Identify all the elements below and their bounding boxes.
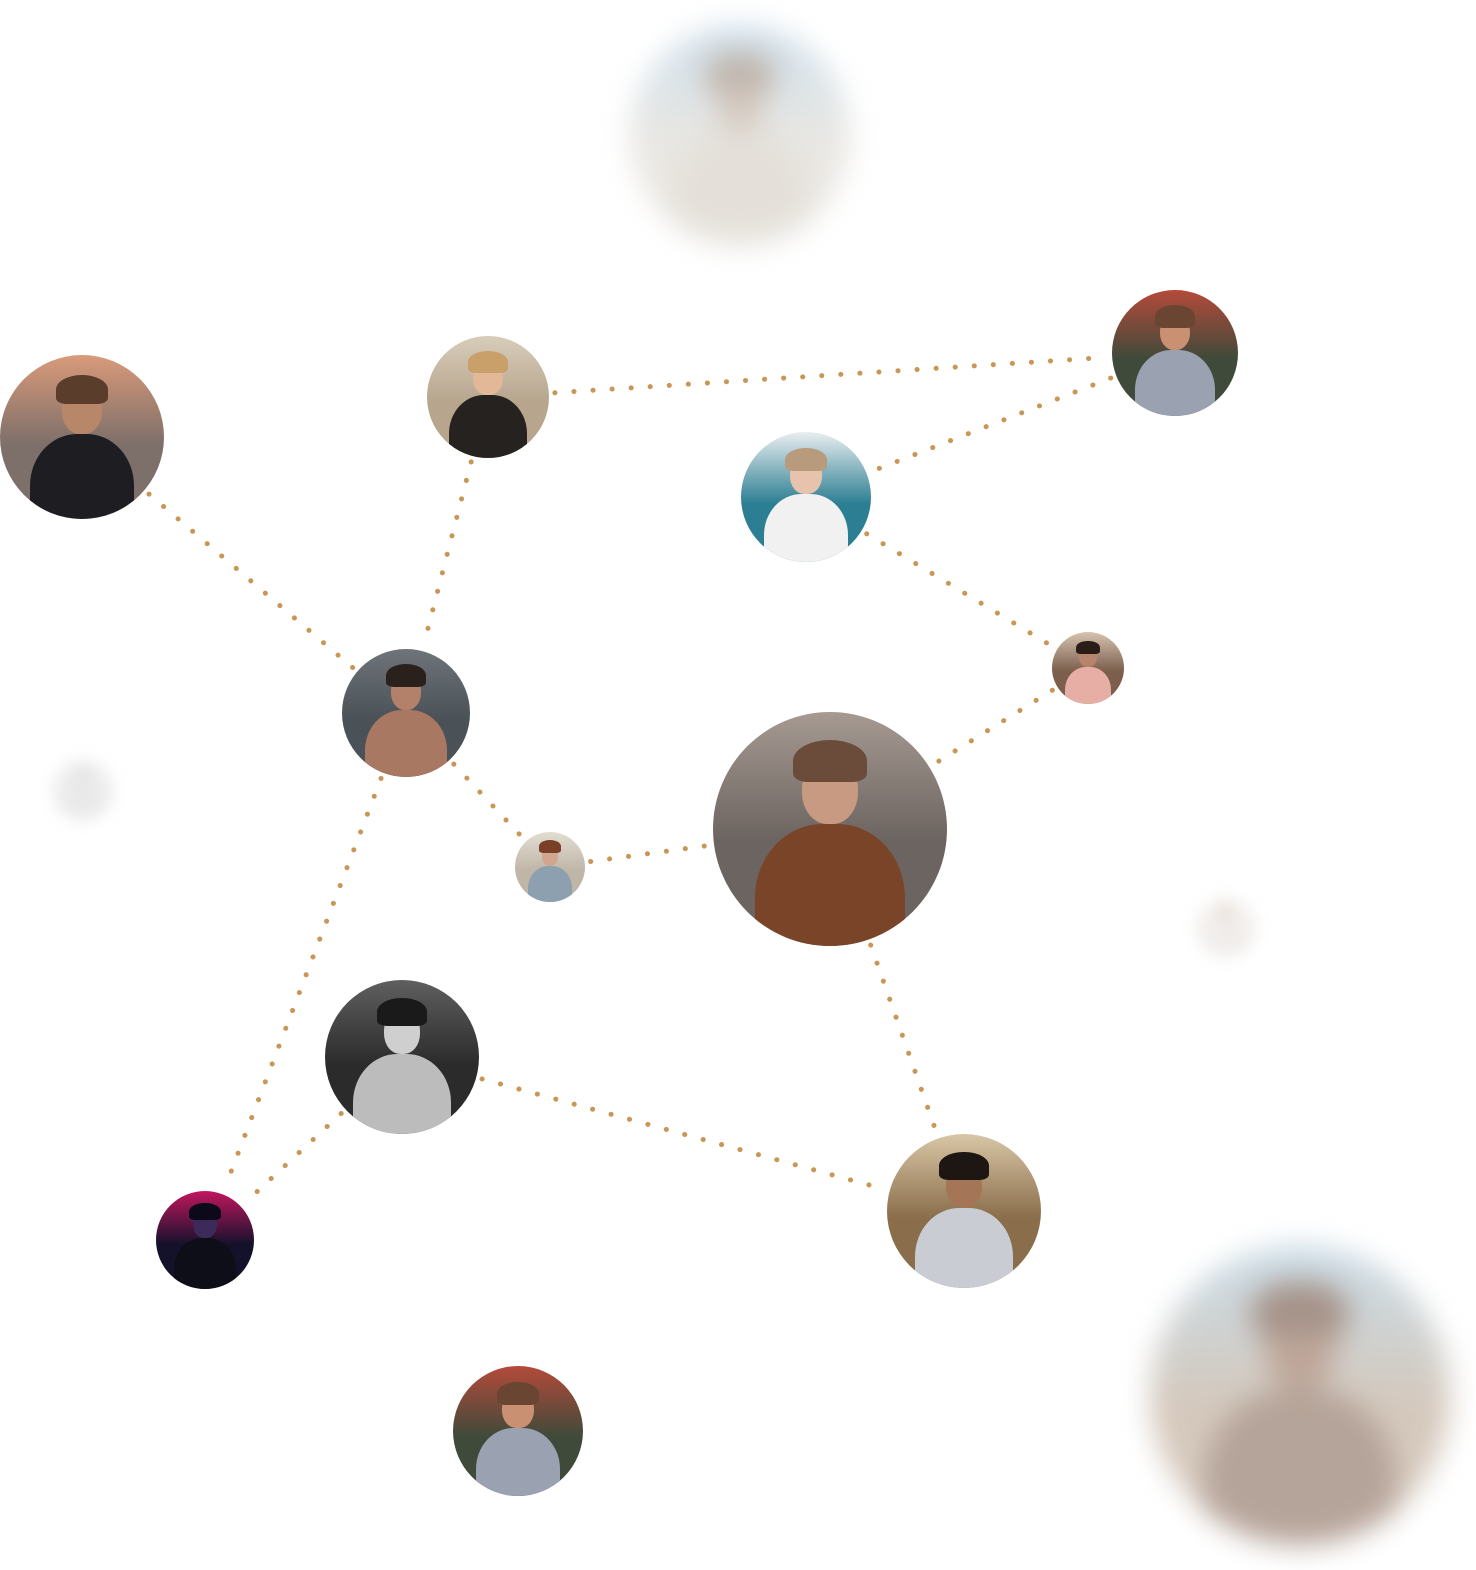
person-hair xyxy=(189,1202,221,1221)
person-hair xyxy=(377,998,427,1027)
person-body xyxy=(527,865,573,902)
person-hair xyxy=(1252,1281,1348,1335)
person-body xyxy=(63,788,103,820)
avatar-man-flowers[interactable] xyxy=(887,1134,1041,1288)
person-body xyxy=(1204,1389,1396,1545)
person-body xyxy=(1206,925,1246,957)
avatar-woman-cafe[interactable] xyxy=(1052,632,1124,704)
avatar-woman-small[interactable] xyxy=(515,832,585,902)
avatar-woman-bw[interactable] xyxy=(325,980,479,1134)
person-body xyxy=(352,1053,452,1134)
person-hair xyxy=(538,840,562,853)
avatar-man-city-bottom[interactable] xyxy=(453,1366,583,1496)
edge-woman-desk-to-man-shirtless xyxy=(421,459,474,648)
edge-man-smoking-to-woman-cafe xyxy=(864,531,1055,649)
person-head xyxy=(75,770,91,789)
person-body xyxy=(173,1238,237,1289)
person-hair xyxy=(468,350,508,373)
person-hair xyxy=(73,767,93,778)
edge-woman-small-to-man-jacket xyxy=(588,843,711,864)
person-hair xyxy=(385,664,427,688)
edge-woman-bw-to-man-flowers xyxy=(479,1076,887,1192)
person-hair xyxy=(55,374,109,405)
person-body xyxy=(764,494,848,562)
edge-layer xyxy=(146,354,1114,1206)
avatar-blur-top xyxy=(630,25,850,245)
avatar-man-city-top[interactable] xyxy=(1112,290,1238,416)
person-body xyxy=(476,1428,560,1496)
avatar-blur-left xyxy=(53,760,113,820)
avatar-blur-bottom xyxy=(1150,1245,1450,1545)
person-body xyxy=(669,130,811,245)
avatar-blur-right xyxy=(1196,897,1256,957)
person-body xyxy=(365,710,447,777)
avatar-man-shirtless[interactable] xyxy=(342,649,470,777)
edge-woman-wall-to-man-shirtless xyxy=(146,491,356,671)
person-head xyxy=(1218,907,1234,926)
person-hair xyxy=(792,740,868,783)
person-body xyxy=(914,1207,1014,1288)
person-body xyxy=(29,433,135,519)
avatar-man-smoking[interactable] xyxy=(741,432,871,562)
edge-man-jacket-to-man-flowers xyxy=(868,942,940,1136)
avatar-woman-wall[interactable] xyxy=(0,355,164,519)
photo-background xyxy=(53,760,113,820)
person-hair xyxy=(939,1152,989,1181)
person-hair xyxy=(1154,305,1196,328)
avatar-woman-desk[interactable] xyxy=(427,336,549,458)
avatar-man-neon[interactable] xyxy=(156,1191,254,1289)
edge-man-city-top-to-man-smoking xyxy=(869,375,1114,474)
person-body xyxy=(755,824,905,946)
person-hair xyxy=(497,1381,539,1405)
photo-background xyxy=(1196,897,1256,957)
person-body xyxy=(1064,666,1112,704)
person-body xyxy=(448,394,528,458)
person-hair xyxy=(785,447,827,471)
person-hair xyxy=(704,51,776,91)
person-hair xyxy=(1216,904,1236,915)
person-body xyxy=(1134,350,1216,416)
person-hair xyxy=(1076,640,1100,654)
avatar-man-jacket[interactable] xyxy=(713,712,947,946)
edge-woman-desk-to-man-city-top xyxy=(552,354,1109,396)
edge-woman-cafe-to-man-jacket xyxy=(931,687,1055,767)
